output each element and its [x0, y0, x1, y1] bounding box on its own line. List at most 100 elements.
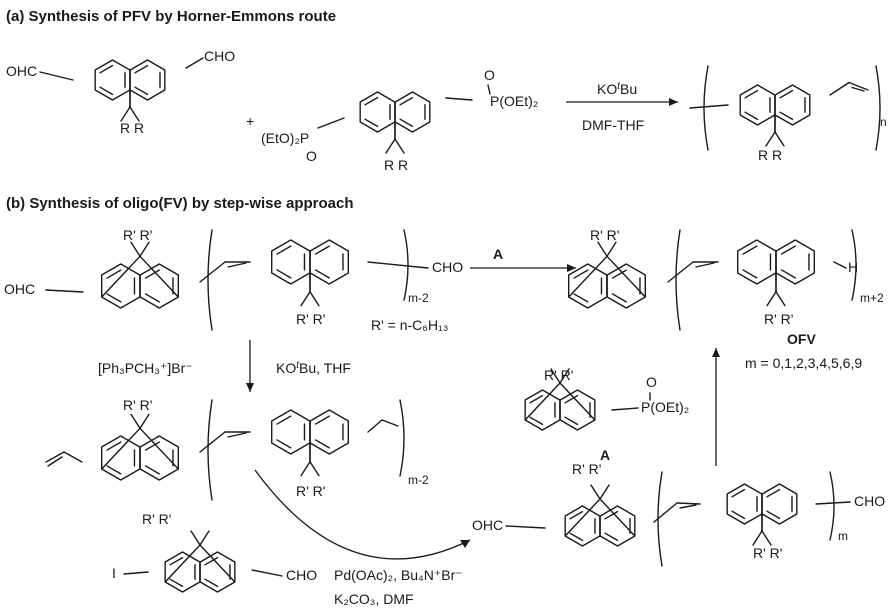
double-bond — [779, 89, 794, 99]
start-subscript: m-2 — [408, 291, 429, 305]
double-bond — [780, 269, 796, 279]
wittig-reagent: [Ph₃PCH₃⁺]Br⁻ — [98, 360, 193, 376]
vinyl-substituents-bottom: R' R' — [296, 483, 325, 499]
double-bond — [766, 488, 781, 498]
p-o-double — [487, 84, 491, 95]
double-bond — [276, 245, 292, 255]
benzene-ring — [761, 483, 798, 525]
fluorene-unit — [100, 241, 180, 309]
double-bond — [573, 293, 589, 303]
benzene-ring — [559, 389, 596, 431]
open-bracket — [657, 471, 663, 567]
bond — [199, 544, 236, 583]
double-bond — [169, 578, 184, 588]
vinylene-linker — [667, 261, 719, 283]
fluorene-unit — [270, 239, 350, 307]
double-bond — [134, 86, 149, 96]
reaction-solvent: DMF-THF — [582, 117, 644, 133]
benzene-ring — [775, 239, 816, 285]
cho-bond — [815, 501, 851, 505]
phosphonate-group: P(OEt)₂ — [641, 399, 689, 415]
alkyl-bond — [309, 291, 320, 307]
cho-bond — [185, 57, 204, 69]
plus-sign: + — [246, 113, 254, 129]
double-bond — [744, 89, 759, 99]
heck-catalyst: Pd(OAc)₂, Bu₄N⁺Br⁻ — [334, 567, 463, 583]
section-a-title: (a) Synthesis of PFV by Horner-Emmons ro… — [6, 8, 336, 25]
intermediate-substituents-top: R' R' — [572, 461, 601, 477]
bond — [524, 382, 561, 421]
molecular-structures — [39, 57, 881, 593]
phosphonate-label: A — [600, 447, 610, 463]
vinylene-linker — [653, 502, 701, 523]
double-bond — [144, 293, 160, 303]
alkyl-bond — [597, 241, 608, 257]
reaction-arrows — [246, 98, 720, 560]
intermediate-substituents-bottom: R' R' — [753, 545, 782, 561]
close-bracket — [875, 65, 881, 151]
product-subscript: m+2 — [860, 291, 884, 305]
double-bond — [742, 269, 758, 279]
bond — [139, 427, 180, 470]
double-bond — [276, 269, 292, 279]
double-bond — [276, 415, 292, 425]
alkyl-bond — [765, 131, 776, 147]
alkyl-bond — [120, 106, 131, 122]
start-substituents-top: R' R' — [123, 227, 152, 243]
arrow-wittig-head — [246, 383, 254, 392]
bond — [164, 544, 201, 583]
close-bracket — [829, 471, 835, 541]
double-bond — [144, 465, 160, 475]
double-bond — [314, 269, 330, 279]
double-bond — [604, 532, 619, 542]
close-bracket — [399, 399, 405, 477]
double-bond — [569, 532, 584, 542]
ch2-bond — [445, 97, 473, 101]
fluorene-unit — [726, 483, 798, 546]
double-bond — [204, 556, 219, 566]
vinyl-bond — [367, 419, 383, 433]
double-bond — [364, 96, 379, 106]
alkyl-bond — [761, 530, 772, 546]
double-bond — [679, 504, 697, 509]
benzene-ring — [774, 84, 811, 126]
bond — [199, 431, 226, 453]
product-substituents-top: R' R' — [590, 227, 619, 243]
polymer-substituents: R R — [758, 147, 782, 163]
intermediate-subscript: m — [838, 529, 848, 543]
fluorene-unit — [567, 241, 647, 309]
alkyl-bond — [385, 138, 396, 154]
benzene-ring — [139, 263, 180, 309]
product-substituents-bottom: R' R' — [764, 311, 793, 327]
vinyl-bond — [63, 451, 83, 463]
open-bracket — [207, 399, 213, 501]
iodo-group: I — [112, 565, 116, 581]
fluorene-unit — [270, 409, 350, 477]
cho-bond — [251, 569, 283, 577]
benzene-ring — [599, 505, 636, 547]
arrow-heck — [254, 469, 471, 560]
fluorene-unit — [359, 91, 431, 154]
double-bond — [731, 510, 746, 520]
polymer-subscript: n — [880, 115, 887, 129]
fluorene-unit — [739, 84, 811, 147]
alkyl-bond — [129, 106, 140, 122]
double-bond — [314, 415, 330, 425]
bond — [564, 498, 601, 537]
bond — [606, 255, 647, 298]
cho-bond — [367, 261, 429, 269]
heck-conditions: K₂CO₃, DMF — [334, 591, 414, 607]
i-bond — [123, 571, 149, 575]
benzene-ring — [309, 409, 350, 455]
phosphonate-oxo: O — [646, 374, 657, 390]
arrow-a-head — [669, 98, 678, 106]
double-bond — [766, 510, 781, 520]
double-bond — [169, 556, 184, 566]
bond — [139, 255, 180, 298]
r-definition: R' = n-C₆H₁₃ — [371, 317, 448, 333]
double-bond — [611, 269, 627, 279]
double-bond — [529, 394, 544, 404]
double-bond — [204, 578, 219, 588]
p-bond — [611, 407, 639, 411]
vinyl-subscript: m-2 — [408, 473, 429, 487]
